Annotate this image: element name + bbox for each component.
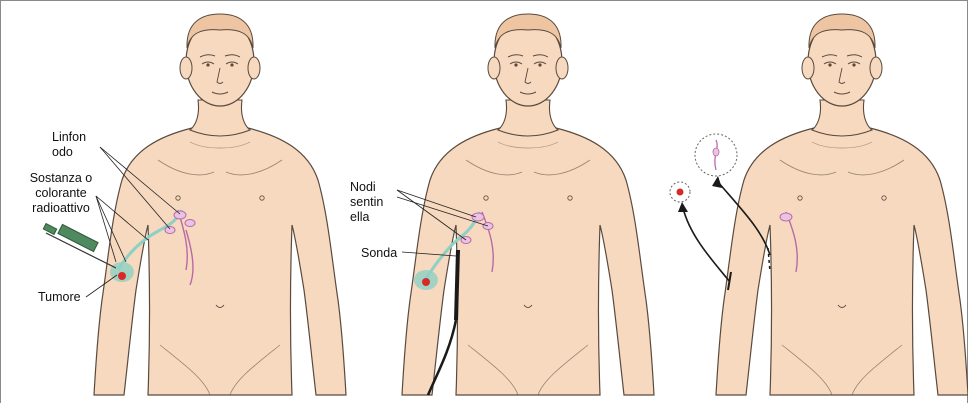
label-lymph-node: Linfon odo <box>52 130 86 160</box>
tumor-callout <box>670 182 730 282</box>
label-tracer: Sostanza o colorante radioattivo <box>26 171 96 216</box>
panel-injection <box>94 14 346 395</box>
label-probe: Sonda <box>361 246 397 261</box>
tumor-1 <box>110 262 134 282</box>
panel-removal <box>716 14 968 395</box>
label-sentinel-nodes: Nodi sentin ella <box>350 180 383 225</box>
syringe-icon <box>43 224 116 268</box>
label-tumor: Tumore <box>38 290 81 305</box>
